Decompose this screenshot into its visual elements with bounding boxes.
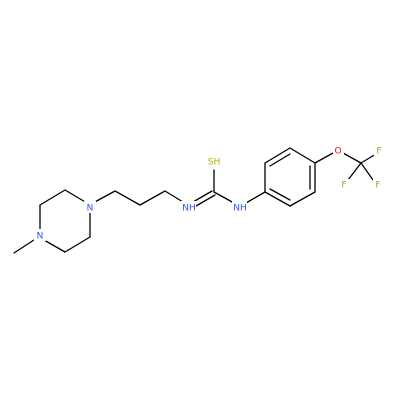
bond-chain-1 <box>92 190 116 204</box>
atom-n-piperazine-1-label: N <box>37 232 44 242</box>
atom-nh-1: NH <box>181 201 196 214</box>
atom-f-1-label: F <box>376 147 381 157</box>
bond-methyl-n <box>13 237 38 254</box>
atom-nh-2-label: NH <box>233 204 247 214</box>
bond-ring-5 <box>289 191 316 207</box>
bond-chain-4 <box>164 190 184 203</box>
bond-ring-inner-1 <box>269 153 291 167</box>
bond-pip-2 <box>39 189 66 206</box>
atom-o: O <box>333 145 344 157</box>
bond-cn-double-b <box>195 194 216 207</box>
atom-f-1: F <box>374 145 385 157</box>
atom-f-2: F <box>339 179 350 191</box>
bond-ring-3 <box>289 147 316 164</box>
atom-nh-1-label: NH <box>182 204 196 214</box>
atom-n-piperazine-2-label: N <box>87 204 94 214</box>
bond-chain-3 <box>139 190 166 206</box>
bond-ring-6 <box>264 191 291 207</box>
atom-f-2-label: F <box>341 181 346 191</box>
bond-ring-o <box>314 152 334 164</box>
bond-o-c <box>342 152 362 164</box>
bond-c-f2 <box>347 162 362 181</box>
bond-chain-2 <box>114 190 141 206</box>
bonds <box>13 147 377 254</box>
atom-sh: SH <box>207 155 222 168</box>
bond-pip-6 <box>43 239 66 253</box>
atom-n-piperazine-1: N <box>34 229 46 242</box>
atoms: N N NH NH SH O <box>34 145 385 242</box>
atom-o-label: O <box>334 147 341 157</box>
bond-c-nh <box>213 191 235 204</box>
bond-ring-inner-3 <box>269 188 291 201</box>
bond-c-f1 <box>360 153 377 164</box>
atom-f-3-label: F <box>375 181 380 191</box>
atom-sh-label: SH <box>208 158 220 168</box>
atom-nh-2: NH <box>232 201 247 214</box>
bond-cn-double-a <box>192 190 213 203</box>
atom-f-3: F <box>373 179 384 191</box>
bond-c-f3 <box>360 162 374 181</box>
bond-nh-ring <box>245 191 266 204</box>
bond-pip-3 <box>64 189 88 204</box>
bond-pip-5 <box>64 236 91 253</box>
atom-n-piperazine-2: N <box>84 201 96 214</box>
bond-ring-2 <box>264 147 291 164</box>
